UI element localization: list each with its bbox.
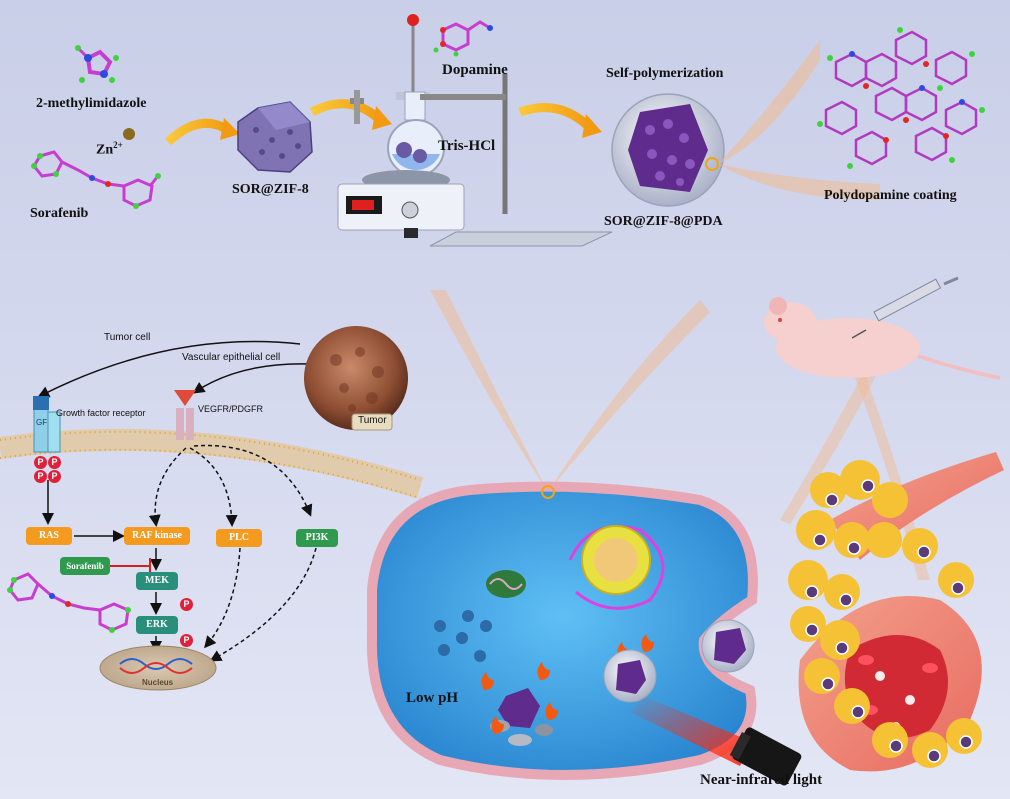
dopamine-molecule (433, 20, 493, 57)
label-low-ph: Low pH (406, 690, 459, 706)
label-sorafenib: Sorafenib (30, 206, 89, 221)
label-polydopamine-coating: Polydopamine coating (824, 188, 957, 203)
label-gf: GF (36, 418, 48, 427)
label-near-infrared: Near-infrared light (700, 772, 823, 788)
phospho-erk: P (180, 634, 193, 647)
imidazole-molecule (75, 45, 119, 83)
pathway-arrows (42, 444, 317, 662)
plc-box: PLC (216, 529, 262, 547)
label-2-methylimidazole: 2-methylimidazole (36, 96, 147, 111)
arrow-to-pda (518, 103, 594, 132)
ras-box: RAS (26, 527, 72, 545)
orange-beam-mid (430, 290, 930, 580)
label-nucleus: Nucleus (142, 678, 174, 687)
vascular-arrow (192, 363, 311, 394)
sorafenib-molecule-bottom (7, 572, 131, 633)
vegfr-receptor (174, 390, 196, 440)
tumor-mass (304, 326, 408, 431)
cell-membrane (0, 428, 424, 499)
stirrer-apparatus (337, 14, 613, 247)
sorafenib-inhibitor-box: Sorafenib (60, 557, 110, 575)
orange-beam-top (718, 40, 880, 200)
mouse (764, 276, 1001, 380)
vesicles (434, 610, 492, 662)
erk-box: ERK (136, 616, 178, 634)
label-tris-hcl: Tris-HCl (438, 138, 496, 154)
tumor-cluster (788, 460, 982, 768)
phospho-3: P (34, 470, 47, 483)
phospho-1: P (34, 456, 47, 469)
polydopamine-network (817, 27, 985, 169)
arrow-to-zif (164, 118, 231, 146)
phospho-4: P (48, 470, 61, 483)
pda-nanoparticle (611, 93, 725, 207)
zinc-symbol: Zn (96, 142, 114, 158)
growth-factor-receptor (33, 396, 61, 453)
pi3k-box: PI3K (296, 529, 338, 547)
golgi-nucleus (568, 525, 665, 610)
nucleus (99, 645, 217, 691)
label-tumor: Tumor (358, 415, 387, 426)
sorafenib-molecule-top (31, 150, 161, 209)
tumor-cell-arrow (37, 340, 301, 398)
mek-box: MEK (136, 572, 178, 590)
nir-laser (630, 696, 802, 786)
label-tumor-cell: Tumor cell (104, 332, 151, 343)
raf-kinase-box: RAF kinase (124, 527, 190, 545)
label-vascular-cell: Vascular epithelial cell (182, 352, 281, 363)
mitochondrion (486, 570, 526, 598)
zinc-charge: 2+ (113, 140, 123, 150)
zif8-crystal (237, 101, 313, 173)
inhibition-line (110, 558, 151, 574)
phospho-mek: P (180, 598, 193, 611)
label-zinc: Zn2+ (96, 140, 123, 159)
arrow-to-flask (309, 99, 384, 124)
label-sor-zif8: SOR@ZIF-8 (232, 182, 309, 197)
label-vegfr: VEGFR/PDGFR (198, 404, 264, 414)
phospho-2: P (48, 456, 61, 469)
label-dopamine: Dopamine (442, 62, 508, 78)
label-growth-receptor: Growth factor receptor (56, 408, 146, 418)
zinc-ion (123, 128, 135, 140)
label-self-polymerization: Self-polymerization (606, 66, 724, 81)
particles-in-cell (603, 619, 755, 703)
label-sor-zif8-pda: SOR@ZIF-8@PDA (604, 214, 723, 229)
